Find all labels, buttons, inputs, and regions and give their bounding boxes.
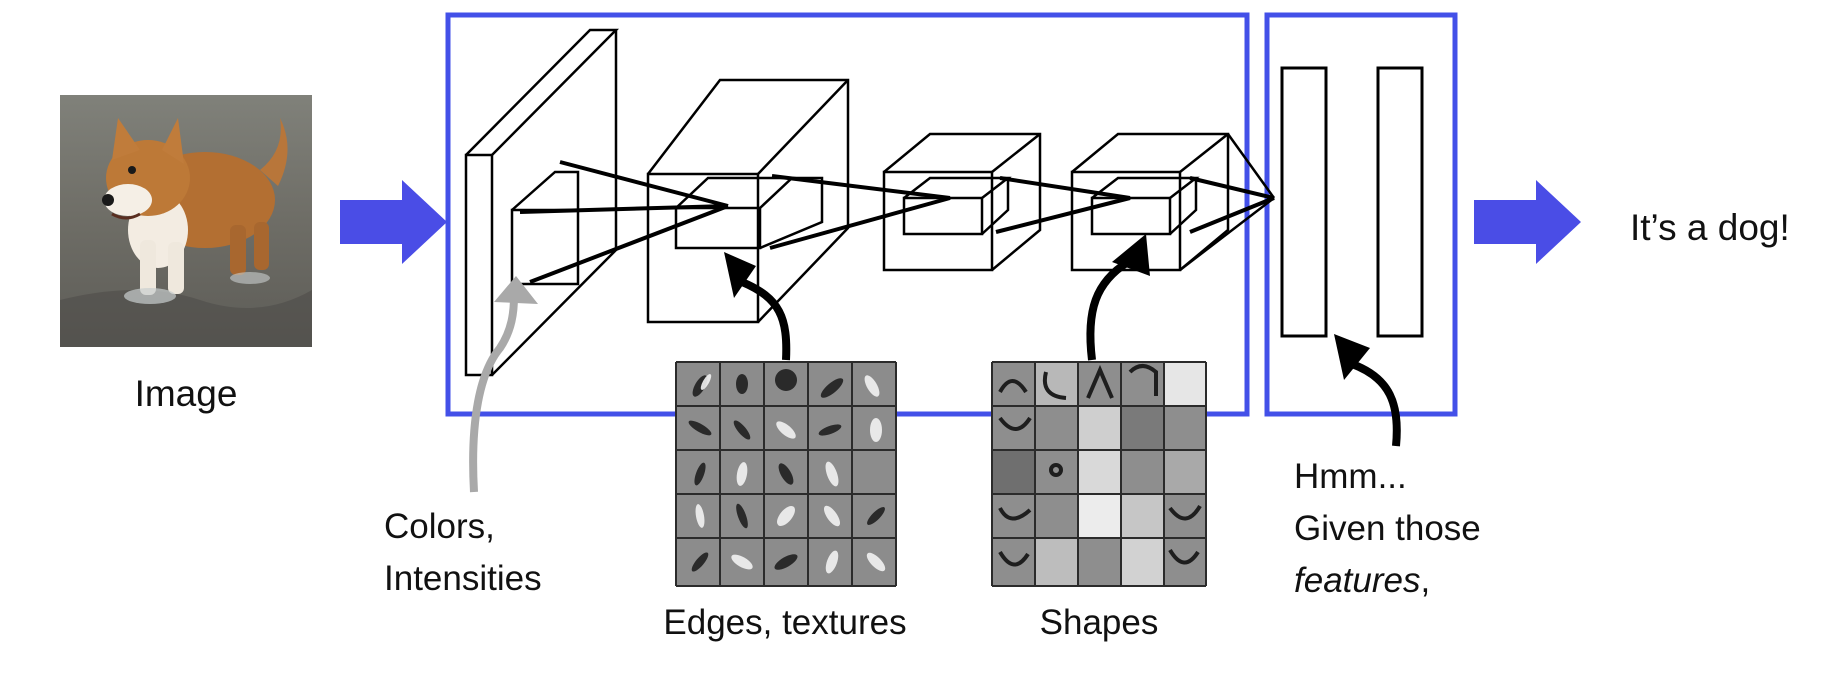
shapes-pointer-arrow [1086,234,1150,361]
kernel2 [674,176,824,250]
hmm-label-line1: Hmm... [1294,457,1407,496]
features-italic: features [1294,561,1420,600]
dense-layer-2 [1376,66,1424,338]
colors-label-line2: Intensities [384,559,542,598]
hmm-label-line2: Given those [1294,509,1481,548]
receptive-field-lines [519,160,1275,284]
input-arrow-icon [340,180,447,264]
output-arrow-icon [1474,180,1581,264]
input-image [60,95,312,347]
classifier-pointer-arrow [1334,334,1401,447]
colors-label-line1: Colors, [384,507,495,546]
image-label: Image [135,373,238,414]
edge-filter-grid [675,361,897,587]
classifier-frame [1264,12,1458,417]
gray-pointer-arrow [469,276,538,493]
kernel3 [902,176,1012,236]
hmm-label-line3: features, [1294,561,1430,600]
layer1-slab [464,28,620,377]
dense-layer-1 [1280,66,1328,338]
layer3-cube [882,132,1042,272]
shapes-label: Shapes [1040,603,1159,642]
kernel4 [1090,176,1200,236]
dense-connection-lines [1179,133,1276,271]
edges-textures-label: Edges, textures [663,603,906,642]
features-comma: , [1420,561,1430,600]
shape-filter-grid [991,361,1207,587]
output-label: It’s a dog! [1630,207,1790,248]
edges-pointer-arrow [724,252,791,361]
